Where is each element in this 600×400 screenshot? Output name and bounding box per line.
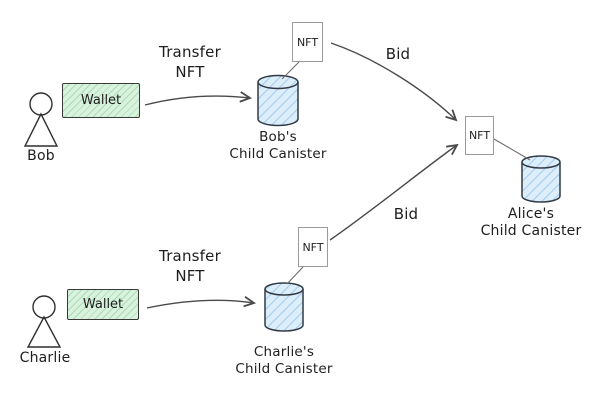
alice-canister-label-line1: Alice's bbox=[507, 206, 555, 222]
bob-label: Bob bbox=[27, 148, 55, 164]
charlie-bid-arrow bbox=[329, 143, 459, 241]
transfer-nft-label-bob-line1: Transfer bbox=[159, 43, 221, 61]
bob-canister-label: Bob's Child Canister bbox=[213, 129, 343, 163]
charlie-canister-label-line1: Charlie's bbox=[253, 344, 315, 360]
bob-canister-label-line2: Child Canister bbox=[229, 146, 327, 162]
alice-canister-cylinder-icon bbox=[521, 155, 561, 203]
bob-canister-label-line1: Bob's bbox=[259, 129, 297, 145]
alice-canister-label-line2: Child Canister bbox=[480, 223, 582, 239]
charlie-nft-label: NFT bbox=[302, 240, 324, 254]
alice-nft-connector-line bbox=[493, 138, 531, 161]
bob-nft-label: NFT bbox=[296, 35, 319, 49]
bid-label-charlie: Bid bbox=[393, 205, 419, 223]
bob-wallet-box: Wallet bbox=[62, 83, 140, 118]
bob-person-icon bbox=[23, 92, 59, 147]
charlie-canister-label-line2: Child Canister bbox=[235, 361, 333, 377]
charlie-nft-tag: NFT bbox=[298, 227, 328, 267]
charlie-nft-connector-line bbox=[286, 266, 304, 285]
charlie-label: Charlie bbox=[19, 350, 71, 366]
charlie-canister-cylinder-icon bbox=[264, 282, 304, 332]
charlie-wallet-label: Wallet bbox=[82, 297, 124, 312]
transfer-nft-label-bob: Transfer NFT bbox=[138, 42, 242, 82]
charlie-wallet-box: Wallet bbox=[67, 289, 139, 320]
transfer-nft-label-charlie: Transfer NFT bbox=[138, 246, 242, 286]
alice-canister-label: Alice's Child Canister bbox=[461, 206, 600, 240]
bob-nft-tag: NFT bbox=[292, 22, 323, 62]
bob-nft-connector-line bbox=[281, 61, 300, 80]
charlie-canister-label: Charlie's Child Canister bbox=[219, 344, 349, 378]
alice-nft-label: NFT bbox=[468, 129, 491, 142]
transfer-nft-label-bob-line2: NFT bbox=[175, 63, 205, 81]
charlie-transfer-arrow bbox=[146, 295, 257, 309]
bid-label-bob: Bid bbox=[385, 45, 411, 63]
transfer-nft-label-charlie-line1: Transfer bbox=[159, 247, 221, 265]
transfer-nft-label-charlie-line2: NFT bbox=[175, 267, 205, 285]
bob-wallet-label: Wallet bbox=[80, 93, 122, 108]
bob-transfer-arrow bbox=[144, 91, 253, 106]
bob-canister-cylinder-icon bbox=[257, 74, 299, 127]
bob-bid-arrow bbox=[330, 42, 458, 122]
alice-nft-tag: NFT bbox=[465, 116, 494, 155]
charlie-person-icon bbox=[26, 295, 62, 348]
